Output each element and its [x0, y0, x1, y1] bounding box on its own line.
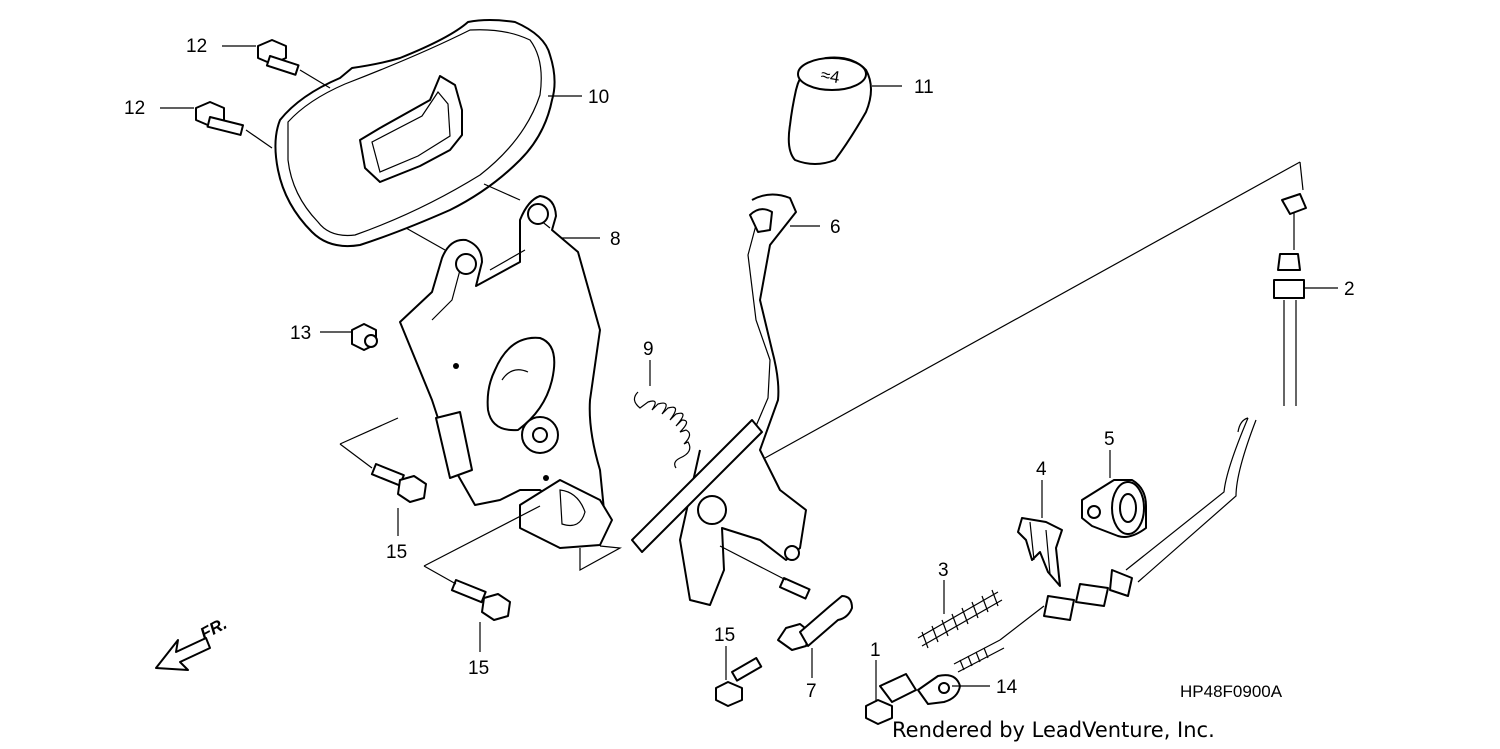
- callout-7: 7: [806, 681, 817, 702]
- flange-bolt-icon[interactable]: [423, 505, 541, 621]
- joint-rod-icon[interactable]: [719, 545, 853, 651]
- callout-15: 15: [386, 542, 407, 563]
- pin-icon[interactable]: [865, 673, 917, 725]
- clip-icon[interactable]: [1017, 517, 1063, 587]
- knob-icon[interactable]: ≈4: [787, 56, 872, 165]
- callout-leaders: [160, 45, 1338, 702]
- flange-bolt-icon[interactable]: [339, 417, 427, 503]
- callout-14: 14: [996, 677, 1018, 698]
- callout-6: 6: [830, 217, 841, 238]
- callout-12: 12: [124, 98, 145, 119]
- svg-text:≈4: ≈4: [819, 65, 841, 87]
- callout-9: 9: [643, 339, 654, 360]
- cable-holder-icon[interactable]: [1081, 479, 1147, 538]
- callout-8: 8: [610, 229, 621, 250]
- callout-11: 11: [914, 77, 934, 98]
- callout-15: 15: [468, 658, 489, 679]
- tension-spring-icon[interactable]: [633, 391, 691, 469]
- callout-12: 12: [186, 36, 207, 57]
- control-cable-icon[interactable]: [999, 193, 1307, 641]
- lever-plate-icon[interactable]: [399, 195, 622, 572]
- drawing-code: HP48F0900A: [1180, 682, 1283, 701]
- lever-cover-icon[interactable]: [274, 19, 556, 251]
- callout-10: 10: [588, 87, 609, 108]
- callout-1: 1: [870, 640, 881, 661]
- flange-bolt-icon[interactable]: [715, 657, 763, 707]
- callout-3: 3: [938, 560, 949, 581]
- callout-2: 2: [1344, 279, 1355, 300]
- flange-nut-icon[interactable]: [351, 323, 378, 351]
- shift-lever-icon[interactable]: [631, 193, 807, 606]
- cable-end-icon[interactable]: [917, 639, 1005, 705]
- callout-5: 5: [1104, 429, 1115, 450]
- bolt-icon[interactable]: [195, 101, 273, 149]
- callout-13: 13: [290, 323, 311, 344]
- callout-4: 4: [1036, 459, 1047, 480]
- callout-15: 15: [714, 625, 735, 646]
- bolt-icon[interactable]: [257, 39, 331, 89]
- render-credit: Rendered by LeadVenture, Inc.: [892, 718, 1215, 742]
- coil-spring-icon[interactable]: [917, 589, 1003, 649]
- front-direction-arrow-icon: FR.: [155, 614, 230, 671]
